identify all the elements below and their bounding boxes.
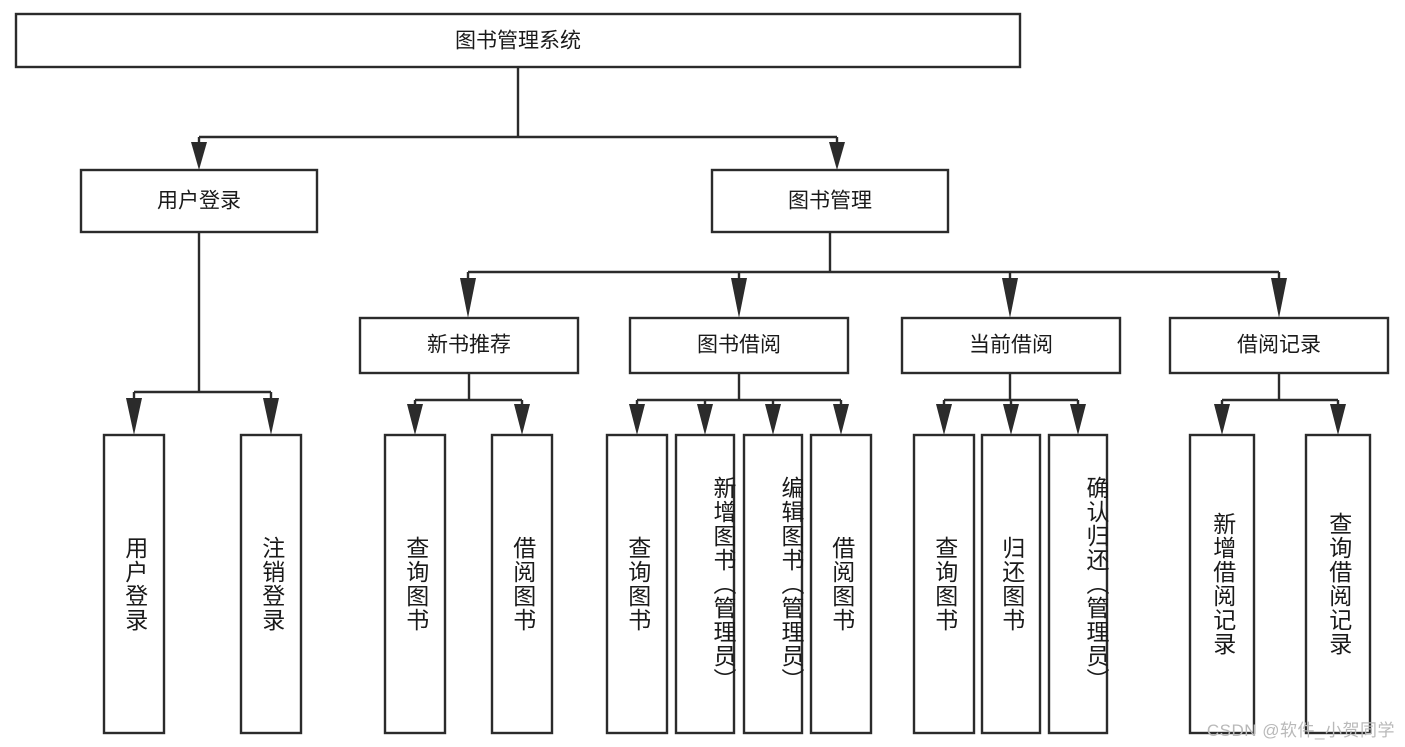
node-box-leaf-user-login[interactable] (102, 433, 166, 735)
arrow-head-icon (263, 398, 279, 435)
arrow-head-icon (833, 404, 849, 435)
node-box-book-management[interactable] (710, 168, 950, 234)
node-box-leaf-query-book-1[interactable] (383, 433, 447, 735)
node-label-user-login: 用户登录 (157, 190, 241, 213)
node-label-root: 图书管理系统 (455, 30, 581, 53)
arrow-head-icon (629, 404, 645, 435)
connector-borrowrecord-to-leaves (1214, 373, 1346, 435)
connector-userlogin-to-leaves (126, 232, 279, 435)
node-box-leaf-query-book-3[interactable] (912, 433, 976, 735)
arrow-head-icon (460, 278, 476, 318)
csdn-watermark: CSDN @软件_小贺同学 (1206, 721, 1395, 740)
arrow-head-icon (1271, 278, 1287, 318)
node-label-current-borrow: 当前借阅 (969, 334, 1053, 357)
connector-currentborrow-to-leaves (936, 373, 1086, 435)
node-box-leaf-add-book[interactable] (674, 433, 736, 735)
arrow-head-icon (407, 404, 423, 435)
connector-newbook-to-leaves (407, 373, 530, 435)
connector-bookborrow-to-leaves (629, 373, 849, 435)
node-box-root[interactable] (14, 12, 1022, 69)
node-box-leaf-edit-book[interactable] (742, 433, 804, 735)
node-label-borrow-record: 借阅记录 (1237, 334, 1321, 357)
node-box-leaf-query-book-2[interactable] (605, 433, 669, 735)
arrow-head-icon (697, 404, 713, 435)
node-box-current-borrow[interactable] (900, 316, 1122, 375)
arrow-head-icon (731, 278, 747, 318)
arrow-head-icon (1002, 278, 1018, 318)
arrow-head-icon (191, 142, 207, 170)
arrow-head-icon (1214, 404, 1230, 435)
arrow-head-icon (126, 398, 142, 435)
node-box-leaf-query-record[interactable] (1304, 433, 1372, 735)
node-box-book-borrow[interactable] (628, 316, 850, 375)
connector-bookmgmt-to-level2 (460, 232, 1287, 318)
node-box-leaf-borrow-book-1[interactable] (490, 433, 554, 735)
node-box-leaf-borrow-book-2[interactable] (809, 433, 873, 735)
arrow-head-icon (829, 142, 845, 170)
node-box-leaf-return-book[interactable] (980, 433, 1042, 735)
node-label-new-book-recommend: 新书推荐 (427, 334, 511, 357)
arrow-head-icon (514, 404, 530, 435)
node-box-user-login[interactable] (79, 168, 319, 234)
arrow-head-icon (1070, 404, 1086, 435)
node-box-borrow-record[interactable] (1168, 316, 1390, 375)
arrow-head-icon (936, 404, 952, 435)
node-label-book-borrow: 图书借阅 (697, 334, 781, 357)
arrow-head-icon (765, 404, 781, 435)
arrow-head-icon (1330, 404, 1346, 435)
arrow-head-icon (1003, 404, 1019, 435)
node-box-leaf-confirm-return[interactable] (1047, 433, 1109, 735)
node-box-leaf-add-record[interactable] (1188, 433, 1256, 735)
connector-root-to-level1 (191, 67, 845, 170)
node-label-book-management: 图书管理 (788, 190, 872, 213)
node-box-leaf-user-logout[interactable] (239, 433, 303, 735)
node-box-new-book-recommend[interactable] (358, 316, 580, 375)
